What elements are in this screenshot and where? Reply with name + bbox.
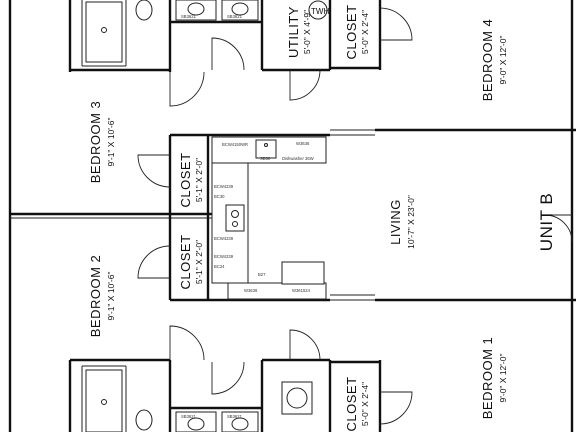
sink-bowl-4 <box>231 417 249 431</box>
sink-bowl-1 <box>187 2 205 16</box>
label-living: LIVING 10'-7" X 23'-0" <box>388 195 416 249</box>
cabinet-label: BCW4239 <box>214 254 234 259</box>
svg-text:CLOSET: CLOSET <box>178 234 193 289</box>
door-closet-b2 <box>137 245 171 279</box>
svg-text:5'-0" X 4'-9": 5'-0" X 4'-9" <box>302 10 312 54</box>
door-bedroom3 <box>169 71 205 107</box>
label-closet-top: CLOSET 5'-0" X 2'-4" <box>344 4 370 59</box>
label-closet-b3: CLOSET 5'-1" X 2'-0" <box>178 152 204 207</box>
bath-fixtures-bottom: SB3621 SB3621 <box>85 369 313 432</box>
cabinet-label: SB3621 <box>227 414 243 419</box>
sink-bowl-3 <box>187 417 205 431</box>
svg-text:BEDROOM 1: BEDROOM 1 <box>480 337 495 420</box>
kitchen-counter-bottom <box>227 282 327 300</box>
label-bedroom1: BEDROOM 1 9'-0" X 12'-0" <box>480 337 508 420</box>
doors <box>137 7 573 425</box>
washer-drum <box>286 387 308 409</box>
cabinet-label: SB3621 <box>227 14 243 19</box>
cabinet-label: W3636 <box>296 141 310 146</box>
cabinet-label: BCW4239 <box>214 184 234 189</box>
cabinet-label: BC30 <box>214 194 225 199</box>
cabinet-label: BC24 <box>214 264 225 269</box>
sink-drain <box>264 143 268 147</box>
shower-drain <box>101 399 107 405</box>
label-utility: UTILITY 5'-0" X 4'-9" <box>286 6 312 58</box>
room-labels: BEDROOM 3 9'-1" X 10'-6" BEDROOM 2 9'-1"… <box>88 4 556 431</box>
shower-drain <box>101 27 107 33</box>
label-unit: UNIT B <box>537 193 556 251</box>
door-bath-top <box>211 37 245 71</box>
cabinet-label: W361524 <box>292 288 311 293</box>
door-utility <box>289 69 321 101</box>
svg-text:CLOSET: CLOSET <box>344 4 359 59</box>
door-closet-b3 <box>137 154 171 188</box>
cabinet-label: BCW4239 <box>214 236 234 241</box>
cabinet-label: SB30 <box>260 156 271 161</box>
cabinet-label: Dishwasher 36W <box>282 156 314 161</box>
svg-text:CLOSET: CLOSET <box>178 152 193 207</box>
svg-text:BEDROOM 4: BEDROOM 4 <box>480 19 495 102</box>
burner-icon <box>232 221 238 227</box>
cabinet-label: SB3621 <box>181 414 197 419</box>
label-bedroom2: BEDROOM 2 9'-1" X 10'-6" <box>88 255 116 338</box>
door-utility-bottom <box>289 329 321 361</box>
svg-text:5'-0" X 2'-4": 5'-0" X 2'-4" <box>360 10 370 54</box>
svg-text:9'-1" X 10'-6": 9'-1" X 10'-6" <box>106 272 116 321</box>
door-closet-bottom <box>379 391 413 425</box>
water-heater <box>308 0 328 20</box>
cabinet-label: B27 <box>258 272 266 277</box>
svg-text:UTILITY: UTILITY <box>286 6 301 58</box>
toilet <box>135 0 153 21</box>
kitchen-sink <box>255 139 277 159</box>
shower <box>85 369 123 432</box>
door-bath-bottom <box>211 361 245 395</box>
svg-text:5'-1" X 2'-0": 5'-1" X 2'-0" <box>194 240 204 284</box>
label-closet-b2: CLOSET 5'-1" X 2'-0" <box>178 234 204 289</box>
burner-icon <box>231 210 239 218</box>
svg-text:9'-1" X 10'-6": 9'-1" X 10'-6" <box>106 118 116 167</box>
water-heater-label: TWH <box>311 7 329 16</box>
svg-text:10'-7" X 23'-0": 10'-7" X 23'-0" <box>406 195 416 249</box>
label-bedroom3: BEDROOM 3 9'-1" X 10'-6" <box>88 101 116 184</box>
kitchen: BCW4150WR W3636 SB30 Dishwasher 36W BCW4… <box>211 136 327 300</box>
bath-fixtures-top: SB3621 SB3621 TWH <box>85 0 329 63</box>
cabinet-label: W3636 <box>244 288 258 293</box>
svg-text:9'-0" X 12'-0": 9'-0" X 12'-0" <box>498 36 508 85</box>
svg-text:9'-0" X 12'-0": 9'-0" X 12'-0" <box>498 354 508 403</box>
door-closet-top <box>379 7 413 41</box>
toilet <box>135 409 153 431</box>
cabinet-label: SB3621 <box>181 14 197 19</box>
label-bedroom4: BEDROOM 4 9'-0" X 12'-0" <box>480 19 508 102</box>
svg-text:UNIT B: UNIT B <box>537 193 556 251</box>
refrigerator <box>281 261 325 285</box>
sink-bowl-2 <box>231 2 249 16</box>
door-bedroom2 <box>169 325 205 361</box>
door-unit-entry <box>544 214 573 243</box>
walls <box>8 0 576 432</box>
svg-text:BEDROOM 3: BEDROOM 3 <box>88 101 103 184</box>
svg-text:BEDROOM 2: BEDROOM 2 <box>88 255 103 338</box>
svg-text:5'-1" X 2'-0": 5'-1" X 2'-0" <box>194 158 204 202</box>
cabinet-label: BCW4150WR <box>222 142 248 147</box>
svg-text:5'-0" X 2'-4": 5'-0" X 2'-4" <box>360 382 370 426</box>
label-closet-bottom: CLOSET 5'-0" X 2'-4" <box>344 376 370 431</box>
svg-text:CLOSET: CLOSET <box>344 376 359 431</box>
svg-text:LIVING: LIVING <box>388 199 403 245</box>
